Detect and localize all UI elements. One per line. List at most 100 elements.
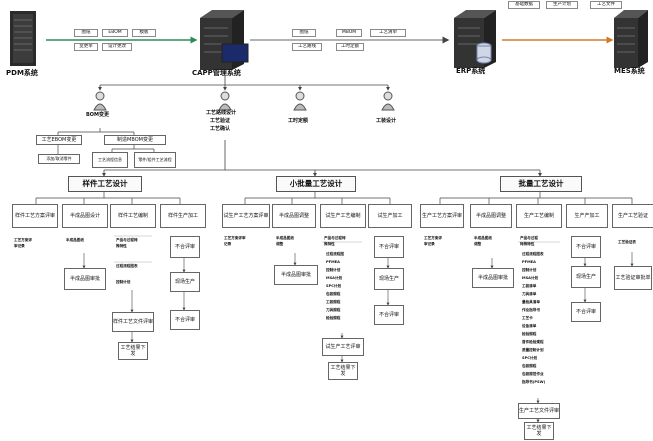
small-note-3: PFMEA [326, 260, 340, 264]
tag-pdm-change-order: 变更单 [74, 43, 98, 51]
mes-server-icon [614, 10, 648, 68]
mass-note-6: 工装清单 [522, 284, 537, 288]
mass-nc-review-b: 不合评审 [571, 302, 601, 322]
sample-semi-approve: 半成品图审批 [64, 268, 106, 290]
small-result-release: 工艺结果下发 [328, 362, 358, 380]
small-plan-review: 试生产工艺方案评审 [222, 204, 270, 228]
mass-note-12: 检验规程 [522, 332, 537, 336]
module-tooling-design: 工装设计 [376, 118, 397, 124]
mass-result-release: 工艺结果下发 [524, 422, 554, 440]
mass-note-review-2: 审记录 [424, 242, 435, 246]
sample-note-char-2: 殊特性 [116, 244, 127, 248]
sample-note-flow: 过程流程图表 [116, 264, 138, 268]
small-semi-adjust: 半成品图调整 [272, 204, 316, 228]
tag-pdm-drawing: 图纸 [74, 29, 98, 37]
mass-note-3: PFMEA [522, 260, 536, 264]
sample-plan-review: 样件工艺方案评审 [12, 204, 58, 228]
bom-process-flow-info: 工艺流程信息 [92, 152, 128, 168]
mass-file-review: 生产工艺文件评审 [518, 403, 560, 419]
mass-process-compile: 生产工艺编制 [516, 204, 562, 228]
tag-pdm-design-change: 设计更改 [102, 43, 132, 51]
user-icon-process [218, 91, 232, 111]
user-icon-tooling [381, 91, 395, 111]
mass-note-11: 设备清单 [522, 324, 537, 328]
tag-pdm-ebom: EBOM [102, 29, 128, 37]
mass-note-9: 作业指导书 [522, 308, 540, 312]
small-note-2: 过程流程图 [326, 252, 344, 256]
mass-note-4: 控制计划 [522, 268, 537, 272]
bom-add-remove-part: 添加/取消零件 [38, 154, 80, 164]
small-note-10: 检验规程 [326, 316, 341, 320]
sample-note-semi: 半成品图纸 [66, 238, 84, 242]
module-bom-change: BOM变更 [86, 112, 110, 118]
mass-nc-review-a: 不合评审 [571, 236, 601, 258]
mass-note-0: 产品与过程 [520, 236, 538, 240]
tag-mes-base-data: 基础数据 [508, 1, 540, 9]
user-icon-bom [93, 91, 107, 111]
small-production: 试生产加工 [368, 204, 412, 228]
mass-verify-approve: 工艺验证审批单 [614, 266, 652, 290]
small-note-7: 包装规程 [326, 292, 341, 296]
small-note-0: 产品与过程特 [324, 236, 346, 240]
small-file-review: 试生产工艺评审 [322, 338, 364, 356]
sample-result-release: 工艺结果下发 [118, 342, 148, 360]
tag-pdm-template: 模板 [132, 29, 156, 37]
phase-sample: 样件工艺设计 [68, 176, 142, 192]
mass-note-2: 过程流程图表 [522, 252, 544, 256]
small-semi-approve: 半成品图审批 [274, 265, 318, 285]
tag-erp-hours: 工时定额 [336, 43, 364, 51]
small-nc-review-b: 不合评审 [374, 305, 404, 325]
tag-erp-process-list: 工艺清单 [370, 29, 406, 37]
module-work-hours: 工时定额 [288, 118, 309, 124]
mass-note-10: 工艺卡 [522, 316, 533, 320]
mass-note-review-1: 工艺方案评 [424, 236, 442, 240]
small-note-1: 殊特性 [324, 242, 335, 246]
mass-note-5: MSA计划 [522, 276, 539, 280]
sample-onsite: 现场生产 [170, 272, 200, 292]
small-note-5: MSA计划 [326, 276, 343, 280]
mass-note-13: 首件检验规程 [522, 340, 544, 344]
mass-note-semi-2: 调整 [474, 242, 482, 246]
small-note-review-2: 记录 [224, 242, 232, 246]
capp-system-label: CAPP管理系统 [192, 69, 241, 77]
small-onsite: 现场生产 [374, 268, 404, 290]
sample-production: 样件生产加工 [160, 204, 206, 228]
mass-process-verify: 生产工艺验证 [612, 204, 653, 228]
small-note-6: SPC计划 [326, 284, 342, 288]
small-process-compile: 试生产工艺编制 [320, 204, 366, 228]
sample-nc-review-b: 不合评审 [170, 310, 200, 330]
small-nc-review-a: 不合评审 [374, 236, 404, 258]
capp-server-icon [200, 10, 249, 70]
mass-note-14: 质量控制计划 [522, 348, 544, 352]
small-note-semi-2: 调整 [276, 242, 284, 246]
sample-nc-review-a: 不合评审 [170, 236, 200, 258]
module-process-confirm: 工艺确认 [210, 126, 231, 132]
mass-note-1: 特殊特性 [520, 242, 535, 246]
small-note-9: 刀具规程 [326, 308, 341, 312]
sample-semi-design: 半成品图设计 [62, 204, 108, 228]
small-note-4: 控制计划 [326, 268, 341, 272]
bom-part-flow: 零件/组件工艺流程 [134, 152, 176, 168]
mass-note-17: 包装规范作业 [522, 372, 544, 376]
tag-mes-process-file: 工艺文件 [590, 1, 622, 9]
mass-note-18: 指导书(PSW) [522, 380, 546, 384]
small-note-semi-1: 半成品图纸 [276, 236, 294, 240]
tag-erp-mbom: MBOM [336, 29, 362, 37]
erp-server-icon [454, 10, 496, 68]
tag-erp-drawing: 图纸 [292, 29, 316, 37]
phase-small-batch: 小批量工艺设计 [276, 176, 356, 192]
pdm-system-label: PDM系统 [6, 69, 38, 77]
small-note-review-1: 工艺方案评审 [224, 236, 246, 240]
sample-process-compile: 样件工艺编制 [110, 204, 156, 228]
user-icon-hours [293, 91, 307, 111]
sample-note-review-2: 审记录 [14, 244, 25, 248]
mass-note-8: 量检具清单 [522, 300, 540, 304]
erp-system-label: ERP系统 [456, 67, 486, 75]
pdm-server-icon [10, 11, 36, 66]
mes-system-label: MES系统 [614, 67, 645, 75]
phase-mass: 批量工艺设计 [500, 176, 582, 192]
sample-file-review: 样件工艺文件评审 [112, 312, 154, 332]
mass-plan-review: 生产工艺方案评审 [420, 204, 464, 228]
mass-note-verify-table: 工艺验证表 [618, 240, 636, 244]
